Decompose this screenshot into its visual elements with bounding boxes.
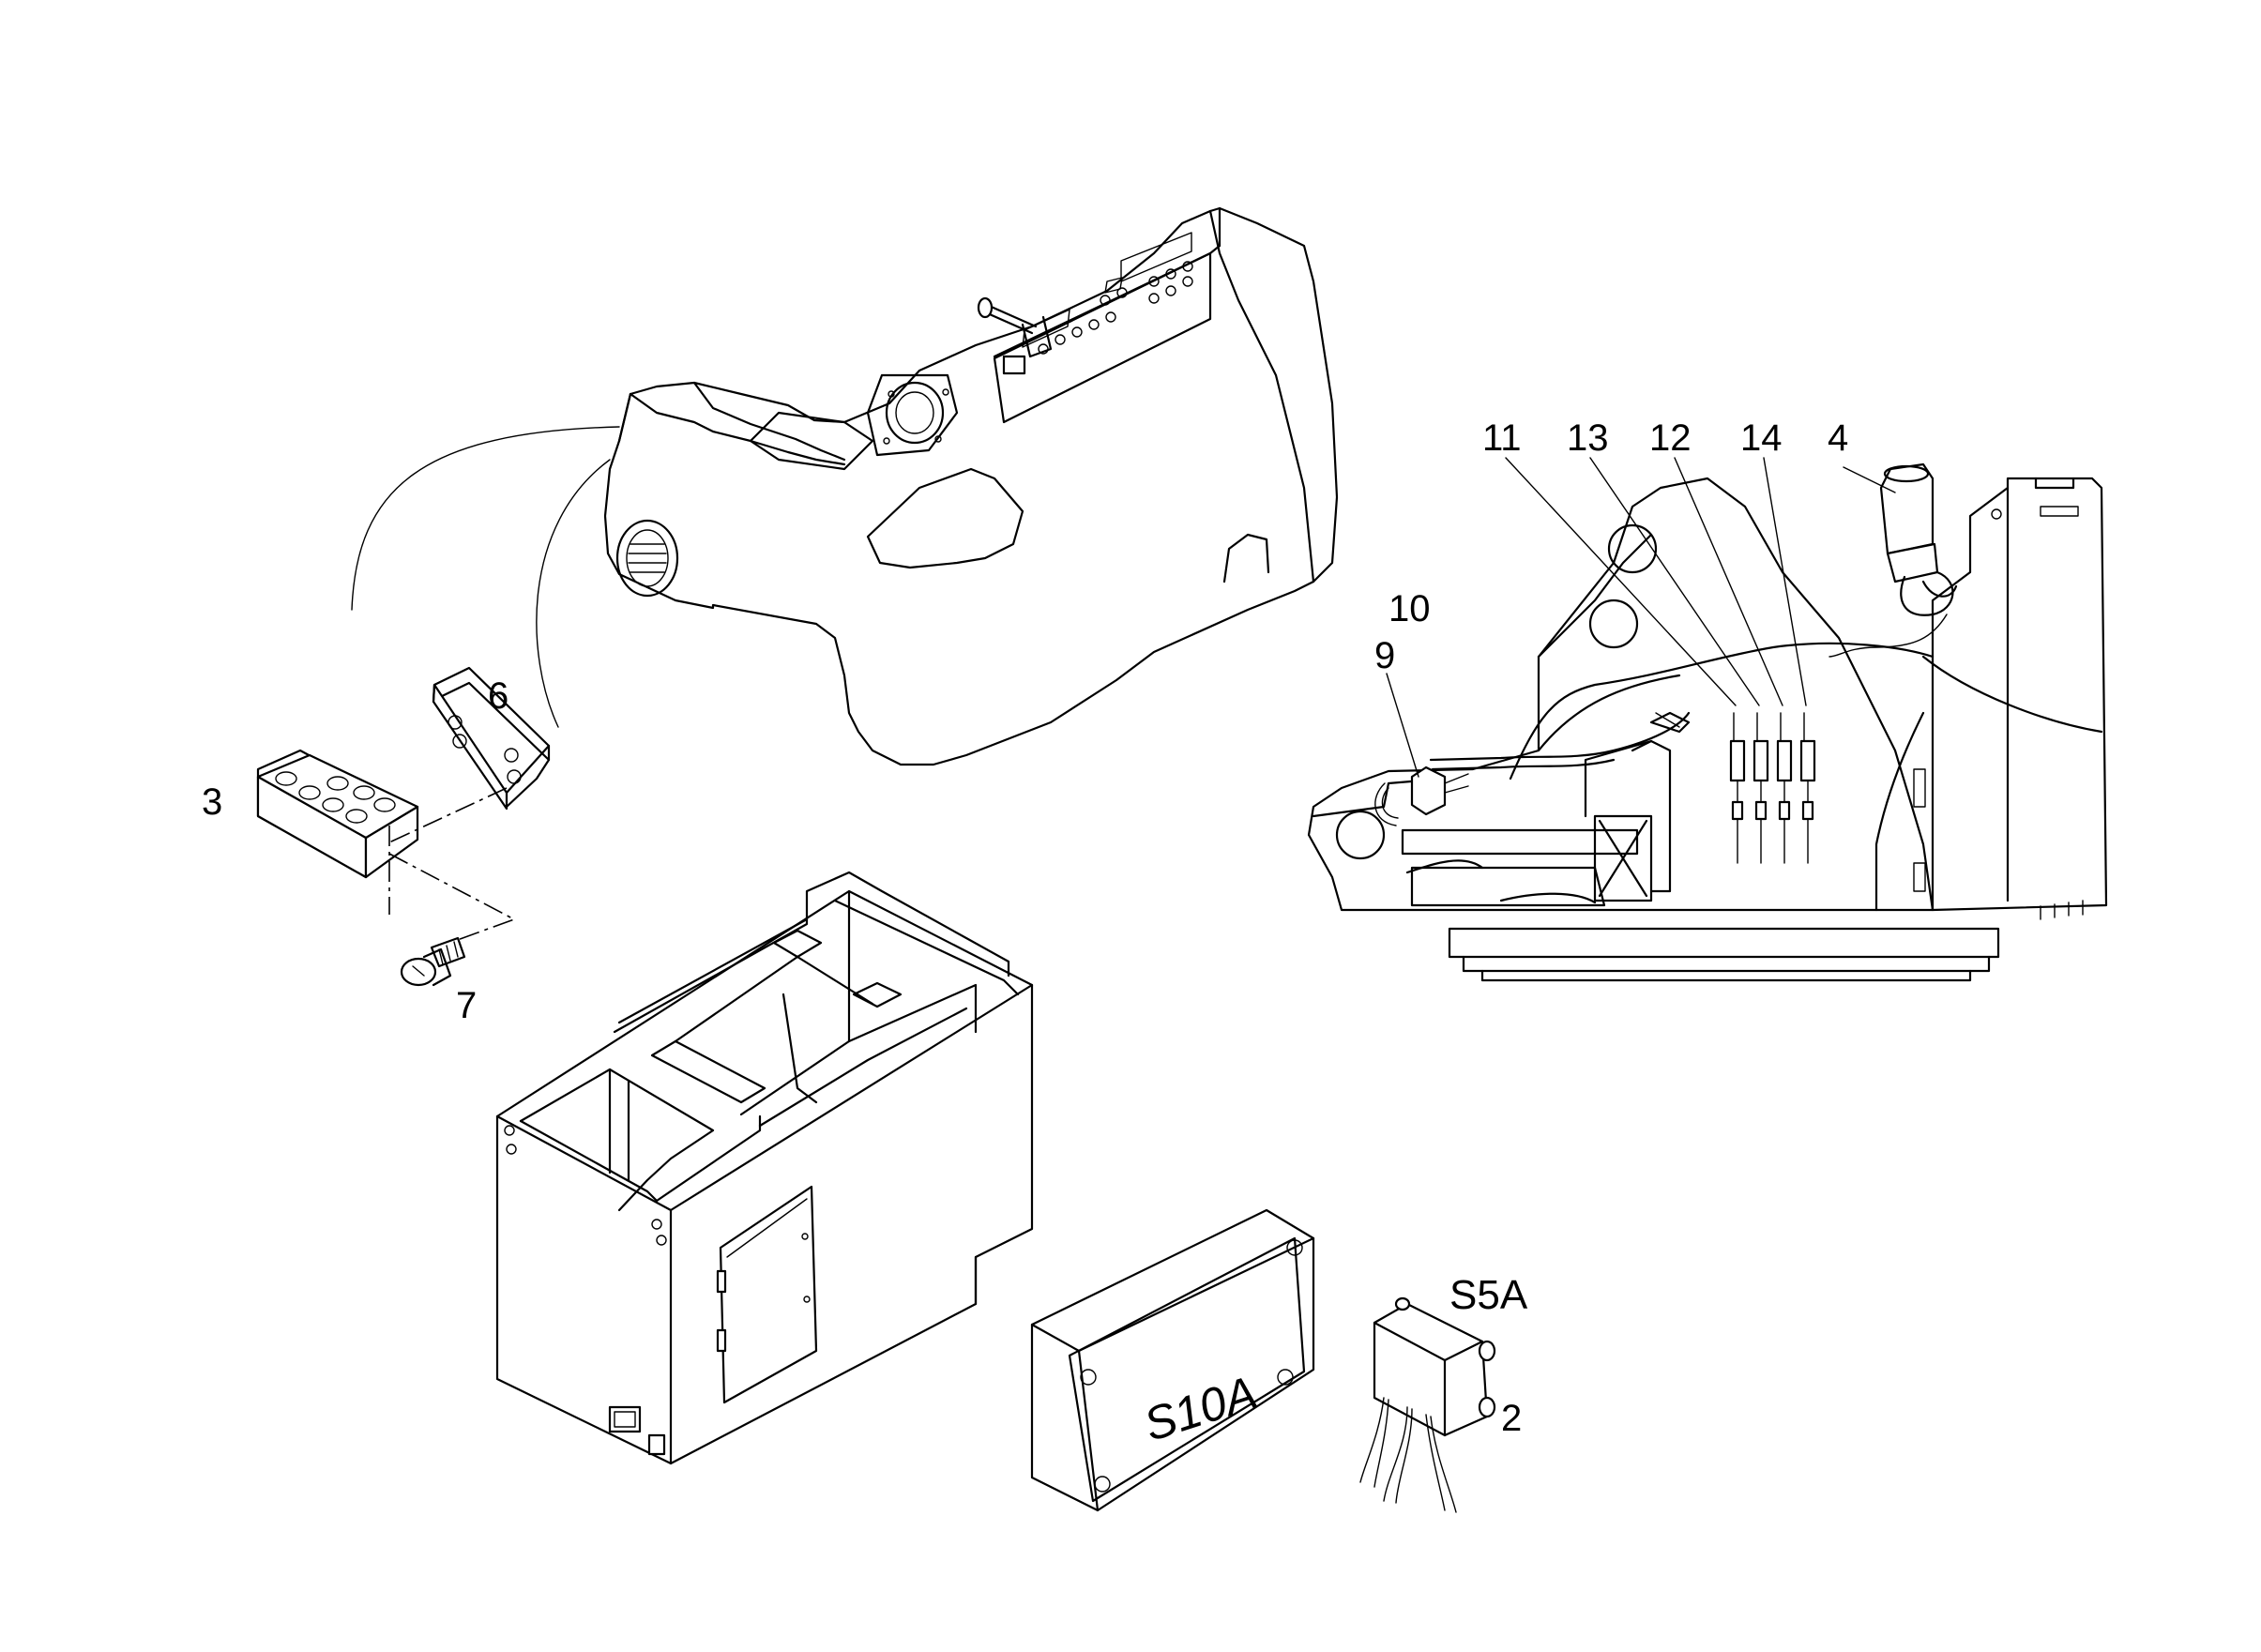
leader-arc-right (536, 459, 611, 728)
alignment-lines (388, 787, 516, 950)
valve-bank (1729, 712, 1816, 864)
callout-6: 6 (488, 675, 508, 717)
callout-3: 3 (202, 781, 222, 823)
s5a-switch (1359, 1296, 1496, 1513)
part-3-block (256, 749, 419, 879)
callout-14: 14 (1740, 417, 1783, 459)
electrical-cabinet (495, 871, 1034, 1465)
callout-7: 7 (456, 985, 477, 1026)
callout-leaders (1386, 457, 1896, 778)
callout-13: 13 (1567, 417, 1609, 459)
callout-s5a: S5A (1449, 1272, 1528, 1318)
callout-9: 9 (1374, 635, 1395, 676)
callout-4: 4 (1828, 417, 1848, 459)
motor-4 (1829, 462, 1958, 658)
leader-arc-left (351, 426, 620, 611)
part-7-screw (400, 936, 466, 987)
callout-11: 11 (1482, 417, 1522, 459)
callout-10: 10 (1388, 588, 1431, 629)
connector-9-10 (1374, 765, 1469, 826)
callout-12: 12 (1649, 417, 1692, 459)
s10a-terminal-box: S10A (1030, 1208, 1315, 1512)
control-console (603, 206, 1339, 766)
machine-frame (1307, 462, 2108, 982)
callout-2: 2 (1501, 1398, 1522, 1439)
part-6-plate (432, 666, 551, 811)
